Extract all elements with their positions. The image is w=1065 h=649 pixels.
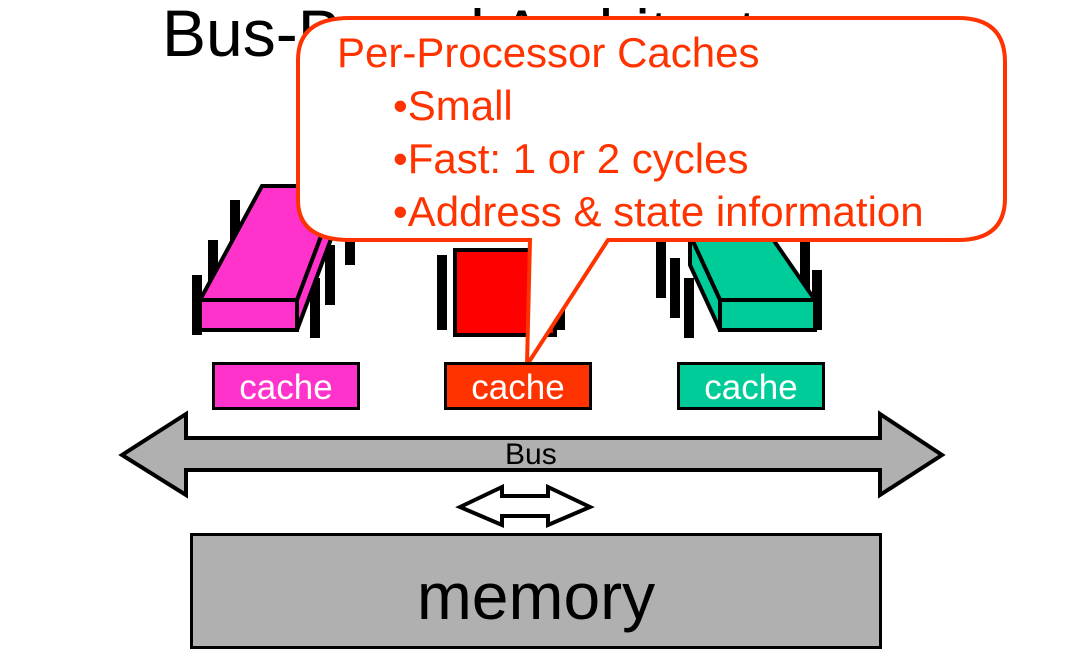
- memory-block: memory: [190, 533, 882, 649]
- bus-label: Bus: [505, 438, 557, 471]
- callout-heading: Per-Processor Caches: [337, 29, 760, 76]
- memory-label: memory: [416, 559, 656, 633]
- processor-chip-3: [656, 233, 822, 338]
- memory-bus-connector-arrow: [455, 483, 595, 529]
- bus-arrow: [118, 410, 946, 499]
- callout-bullet-small: •Small: [393, 82, 513, 129]
- callout-bullet-fast: •Fast: 1 or 2 cycles: [393, 135, 749, 182]
- cache-box-1: cache: [212, 362, 360, 410]
- cache-box-2: cache: [444, 362, 592, 410]
- cache-box-3: cache: [677, 362, 825, 410]
- callout-bullet-address-state: •Address & state information: [393, 188, 924, 235]
